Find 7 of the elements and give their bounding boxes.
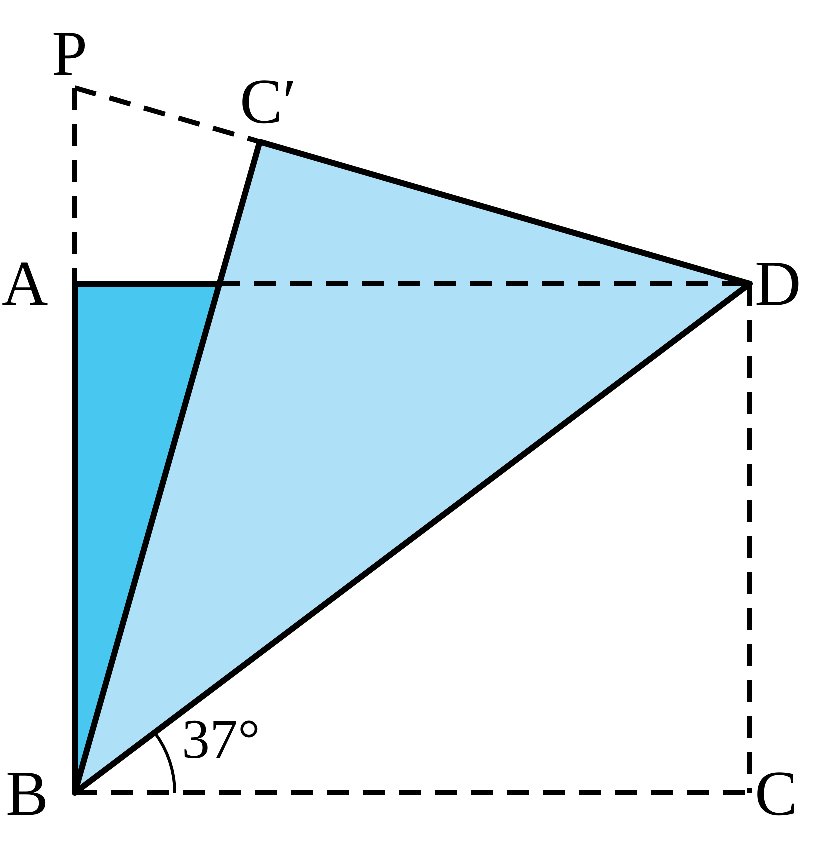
point-label: D <box>755 252 802 316</box>
angle-label: 37° <box>182 712 260 768</box>
point-label: C′ <box>240 70 297 134</box>
point-label: A <box>2 252 48 316</box>
point-label: B <box>6 762 49 826</box>
point-label: C <box>755 762 798 826</box>
point-label: P <box>52 22 88 86</box>
